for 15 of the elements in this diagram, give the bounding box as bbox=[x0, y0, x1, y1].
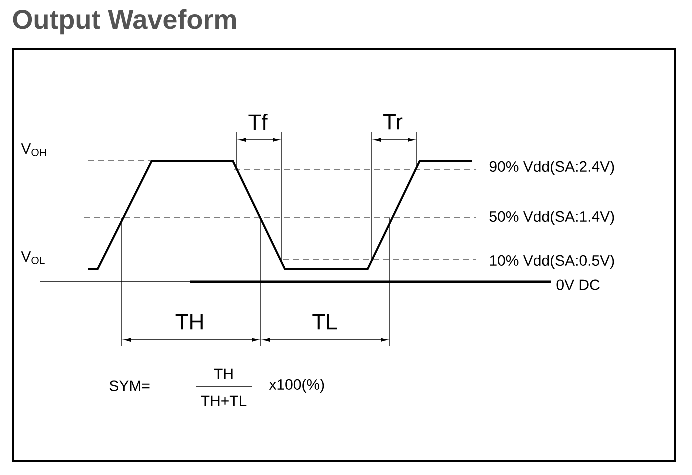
level-label: 0V DC bbox=[556, 280, 600, 290]
timing-label: Tf bbox=[248, 114, 268, 130]
timing-label: TL bbox=[312, 314, 338, 330]
level-label: 90% Vdd(SA:2.4V) bbox=[490, 161, 614, 175]
level-label: 10% Vdd(SA:0.5V) bbox=[490, 255, 614, 269]
level-label: V$_{OL}$ bbox=[21, 252, 45, 264]
formula-text: TH bbox=[214, 368, 233, 380]
level-label: V$_{OH}$ bbox=[21, 144, 46, 156]
timing-label: Tr bbox=[384, 114, 403, 130]
level-label: 50% Vdd(SA:1.4V) bbox=[490, 211, 614, 225]
formula-text: SYM= bbox=[110, 380, 150, 392]
title: Output Waveform bbox=[13, 9, 236, 35]
timing-label: TH bbox=[176, 314, 203, 330]
formula-text: TH+TL bbox=[201, 396, 247, 406]
formula-text: x100(%) bbox=[269, 379, 324, 393]
